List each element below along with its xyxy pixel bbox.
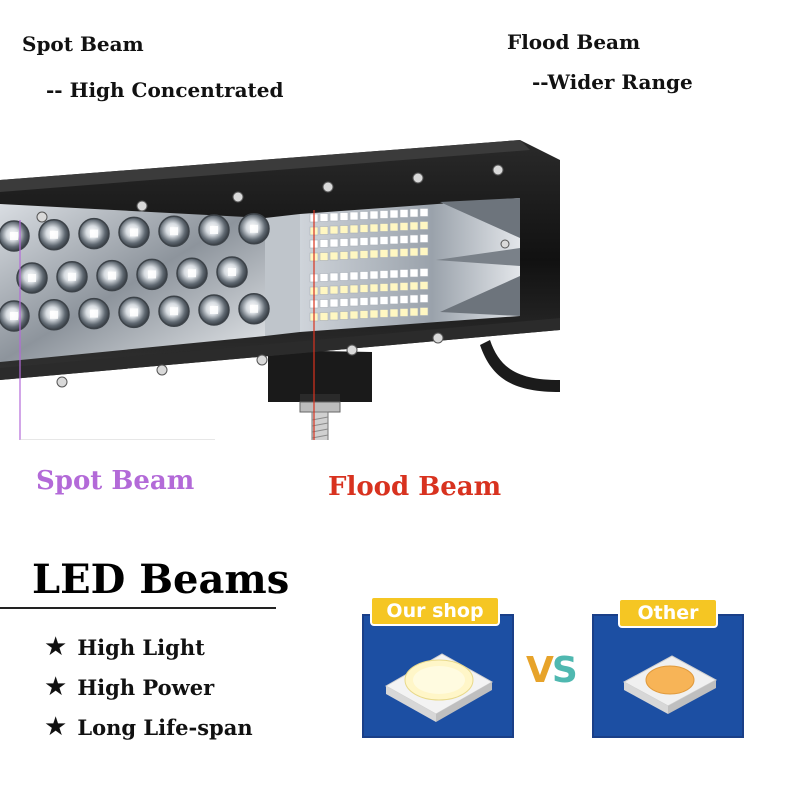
our-shop-tag: Our shop [370, 596, 500, 626]
flood-beam-callout: Flood Beam [328, 472, 502, 502]
vs-mark: VS [526, 650, 578, 691]
spot-led-lenses [0, 213, 270, 332]
flood-beam-heading: Flood Beam [507, 30, 641, 54]
flood-led-chips [309, 208, 429, 322]
feature-label: Long Life-span [77, 714, 253, 740]
title-underline [0, 607, 276, 609]
spot-beam-subheading: -- High Concentrated [46, 78, 284, 102]
other-led-chip-icon [622, 655, 718, 714]
other-panel [592, 614, 744, 738]
star-icon: ★ [44, 712, 68, 742]
star-icon: ★ [44, 632, 68, 662]
light-bar-illustration [0, 140, 560, 440]
our-shop-led-chip-icon [384, 653, 494, 722]
star-icon: ★ [44, 672, 68, 702]
flood-beam-subheading: --Wider Range [532, 70, 693, 94]
our-shop-panel [362, 614, 514, 738]
feature-label: High Light [77, 634, 205, 660]
feature-label: High Power [77, 674, 215, 700]
feature-item-high-light: ★ High Light [44, 634, 205, 660]
other-tag: Other [618, 598, 718, 628]
feature-item-long-life-span: ★ Long Life-span [44, 714, 253, 740]
led-beams-title: LED Beams [32, 556, 290, 603]
spot-beam-heading: Spot Beam [22, 32, 144, 56]
light-bar-photo [0, 140, 560, 440]
feature-item-high-power: ★ High Power [44, 674, 214, 700]
spot-beam-callout: Spot Beam [36, 466, 195, 496]
